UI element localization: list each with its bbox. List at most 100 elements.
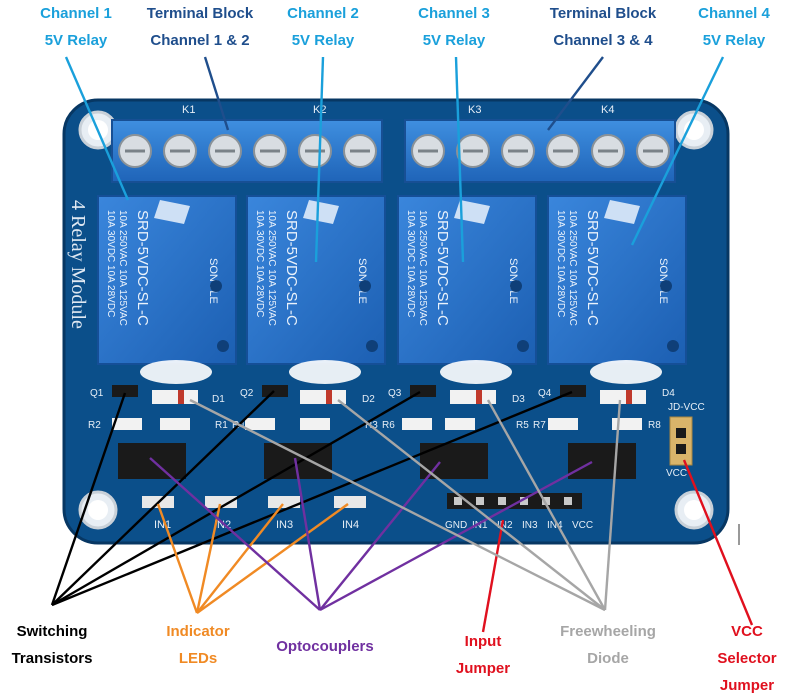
- transistor: [112, 385, 138, 397]
- header-pin: [498, 497, 506, 505]
- diode: [450, 390, 496, 404]
- resistor: [160, 418, 190, 430]
- header-label: VCC: [572, 520, 593, 531]
- label-line: Selector: [717, 650, 777, 667]
- label-line: Indicator: [166, 623, 230, 640]
- label-line: 5V Relay: [702, 32, 766, 49]
- label-line: Transistors: [11, 650, 93, 667]
- terminal-screw: [208, 134, 242, 168]
- led-label: IN3: [276, 519, 293, 531]
- header-label: IN3: [522, 520, 538, 531]
- relay-rating-text: 10A 30VDC 10A 28VDC: [254, 210, 265, 317]
- resistor: [112, 418, 142, 430]
- header-pin: [564, 497, 572, 505]
- resistor-label: R1: [215, 420, 228, 431]
- label-line: Channel 2: [287, 5, 359, 22]
- diode-label: D3: [512, 394, 525, 405]
- jumper-bottom-label: VCC: [666, 468, 687, 479]
- label-line: Terminal Block: [146, 5, 254, 22]
- terminal-screw: [253, 134, 287, 168]
- resistor-label: R5: [516, 420, 529, 431]
- label-optocouplers: Optocouplers: [265, 633, 385, 660]
- resistor: [300, 418, 330, 430]
- label-line: Channel 3: [418, 5, 490, 22]
- relay-rating-text: 10A 30VDC 10A 28VDC: [405, 210, 416, 317]
- resistor-label: R6: [382, 420, 395, 431]
- label-line: Diode: [587, 650, 629, 667]
- label-line: Input: [464, 633, 502, 650]
- terminal-screw: [411, 134, 445, 168]
- relay-rating-text: 10A 250VAC 10A 125VAC: [117, 210, 128, 326]
- label-line: Channel 1: [40, 5, 112, 22]
- transistor-label: Q1: [90, 388, 104, 399]
- terminal-screw: [343, 134, 377, 168]
- transistor-label: Q4: [538, 388, 552, 399]
- transistor-label: Q2: [240, 388, 254, 399]
- transistor-label: Q3: [388, 388, 402, 399]
- resistor: [612, 418, 642, 430]
- header-label: IN2: [497, 520, 513, 531]
- label-indicator-leds: Indicator LEDs: [148, 618, 248, 672]
- terminal-block-left: [111, 119, 383, 183]
- label-vcc-selector-jumper: VCC Selector Jumper: [708, 618, 786, 699]
- label-line: Channel 1 & 2: [150, 32, 250, 49]
- label-terminal-block-3-4: Terminal Block Channel 3 & 4: [535, 0, 671, 54]
- terminal-screw: [591, 134, 625, 168]
- relay-base-gap: [590, 360, 662, 384]
- label-line: Freewheeling: [560, 623, 656, 640]
- resistor: [245, 418, 275, 430]
- resistor-label: R7: [533, 420, 546, 431]
- terminal-label-group: K1 K2 K3 K4: [182, 104, 614, 116]
- relay-model-text: SRD-5VDC-SL-C: [283, 210, 300, 326]
- leader-line-terminal34: [547, 56, 604, 131]
- indicator-led: [268, 496, 300, 508]
- relay-model-text: SRD-5VDC-SL-C: [584, 210, 601, 326]
- label-input-jumper: Input Jumper: [438, 628, 528, 682]
- diode-label: D1: [212, 394, 225, 405]
- label-channel-1-relay: Channel 1 5V Relay: [28, 0, 124, 54]
- terminal-screw: [456, 134, 490, 168]
- indicator-led: [334, 496, 366, 508]
- relay-base-gap: [140, 360, 212, 384]
- label-line: Jumper: [455, 660, 511, 677]
- label-freewheeling-diode: Freewheeling Diode: [548, 618, 668, 672]
- relay-rating-text: 10A 250VAC 10A 125VAC: [567, 210, 578, 326]
- led-label: IN1: [154, 519, 171, 531]
- terminal-block-right: [404, 119, 676, 183]
- leader-line-relay3: [454, 56, 465, 263]
- diode: [300, 390, 346, 404]
- terminal-label: K4: [601, 104, 614, 116]
- label-line: Optocouplers: [276, 638, 374, 655]
- relay-model-text: SRD-5VDC-SL-C: [134, 210, 151, 326]
- label-line: Channel 3 & 4: [553, 32, 653, 49]
- label-line: Switching: [16, 623, 88, 640]
- resistor-label: R8: [648, 420, 661, 431]
- diode-row: D1 D2 D3 D4: [152, 388, 675, 405]
- header-pin: [476, 497, 484, 505]
- label-channel-4-relay: Channel 4 5V Relay: [686, 0, 782, 54]
- label-line: Jumper: [719, 677, 775, 694]
- resistor-label: R2: [88, 420, 101, 431]
- leader-line-relay2: [314, 56, 325, 263]
- label-channel-2-relay: Channel 2 5V Relay: [275, 0, 371, 54]
- relay-model-text: SRD-5VDC-SL-C: [434, 210, 451, 326]
- terminal-screw: [298, 134, 332, 168]
- diode: [152, 390, 198, 404]
- terminal-label: K2: [313, 104, 326, 116]
- terminal-screw: [501, 134, 535, 168]
- terminal-label: K3: [468, 104, 481, 116]
- transistor: [262, 385, 288, 397]
- label-line: 5V Relay: [422, 32, 486, 49]
- optocoupler: [568, 443, 636, 479]
- label-line: VCC: [731, 623, 763, 640]
- relay-rating-text: 10A 250VAC 10A 125VAC: [266, 210, 277, 326]
- label-switching-transistors: Switching Transistors: [2, 618, 102, 672]
- leader-lines: [50, 56, 754, 633]
- led-label: IN4: [342, 519, 359, 531]
- module-title: 4 Relay Module: [67, 200, 89, 329]
